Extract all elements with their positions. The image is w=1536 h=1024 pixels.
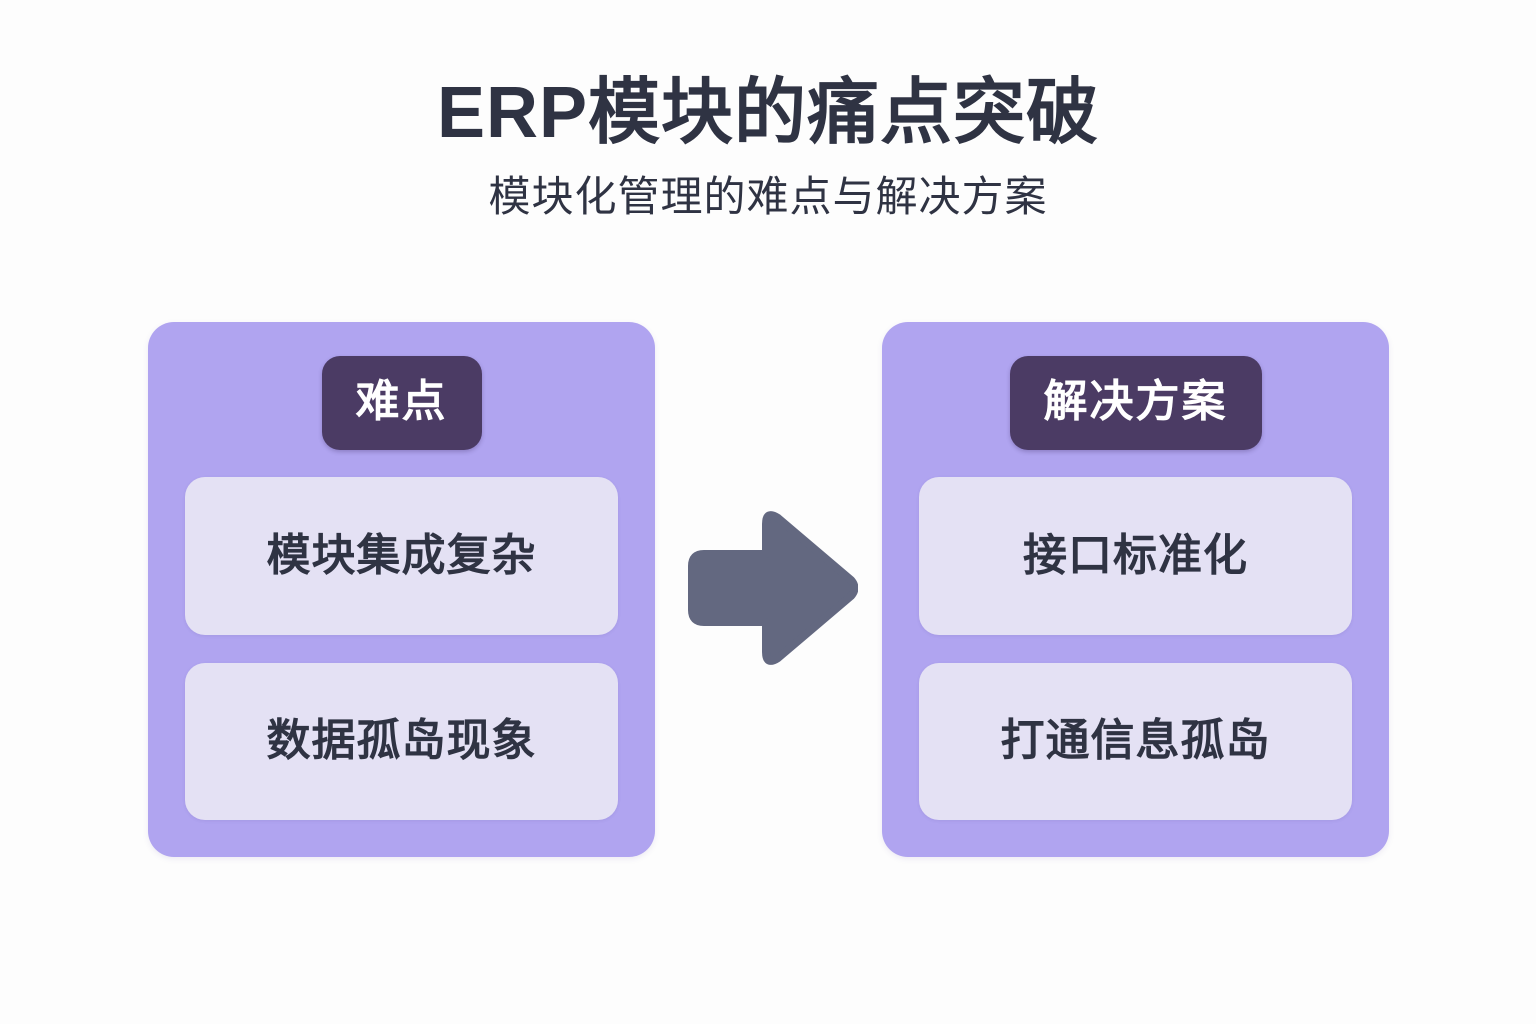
list-item: 打通信息孤岛 [919,662,1352,820]
list-item: 模块集成复杂 [185,477,618,635]
arrow-right-glyph [688,511,858,665]
items-difficulties: 模块集成复杂 数据孤岛现象 [185,477,618,820]
page-title: ERP模块的痛点突破 [436,73,1100,153]
list-item: 数据孤岛现象 [185,662,618,820]
badge-solutions: 解决方案 [1009,356,1262,450]
badge-difficulties: 难点 [321,356,482,450]
card-difficulties: 难点 模块集成复杂 数据孤岛现象 [148,322,655,857]
page-subtitle: 模块化管理的难点与解决方案 [488,172,1048,220]
header: ERP模块的痛点突破 模块化管理的难点与解决方案 [0,0,1536,220]
card-solutions: 解决方案 接口标准化 打通信息孤岛 [882,322,1389,857]
arrow-right-icon [688,508,858,668]
items-solutions: 接口标准化 打通信息孤岛 [919,477,1352,820]
list-item: 接口标准化 [919,477,1352,635]
